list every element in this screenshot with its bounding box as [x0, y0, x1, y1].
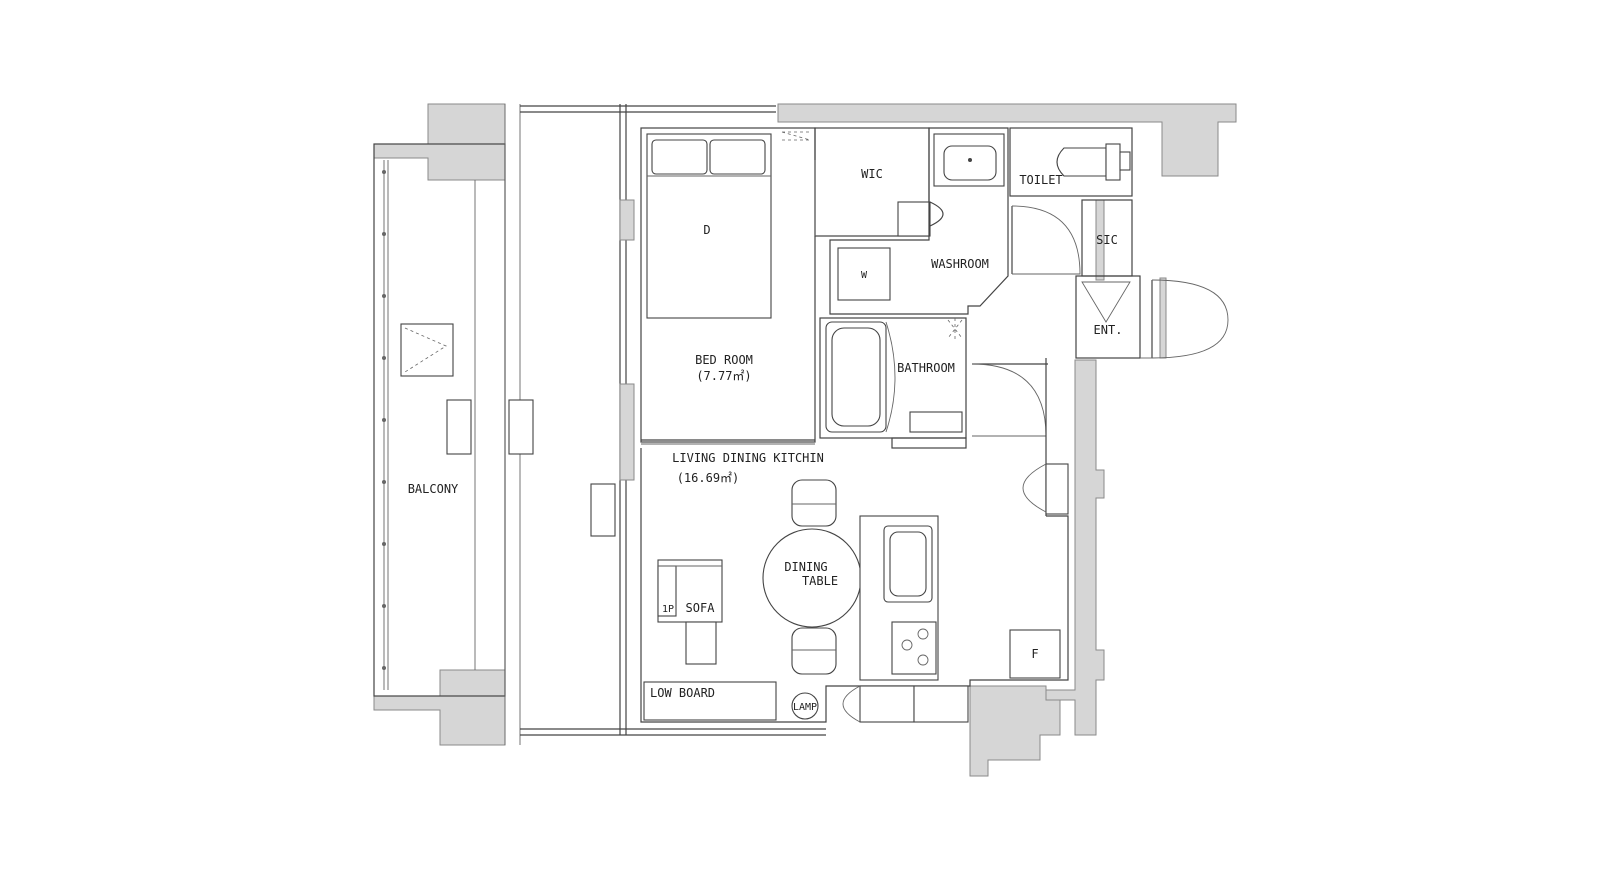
outdoor-unit: [400, 323, 454, 377]
bedroom-outline: [640, 127, 816, 443]
toilet-tank: [1105, 143, 1121, 181]
bedroom-label: BED ROOM: [695, 353, 753, 367]
balcony: BALCONY: [373, 104, 616, 745]
toilet-bowl: [1056, 147, 1107, 177]
wall-stub-middle: [619, 383, 635, 481]
balcony-outline: [373, 143, 506, 697]
burner-left: [901, 639, 913, 651]
entrance-outline: [1075, 275, 1141, 359]
storage-door-swing: [1022, 463, 1047, 513]
balcony-box-left: [446, 399, 472, 455]
cabinet-door-arc: [842, 685, 861, 723]
low-board-label: LOW BOARD: [650, 686, 715, 700]
walk-in-closet: WIC: [814, 127, 944, 237]
bedroom-area: (7.77㎡): [696, 369, 751, 383]
cabinet-door-swing: [929, 201, 944, 227]
bath-counter: [909, 411, 963, 433]
column-bottom-left: [373, 669, 506, 746]
balcony-label: BALCONY: [408, 482, 459, 496]
corridor: [971, 358, 1069, 516]
entry-door-swing: [1151, 279, 1229, 359]
wall-top-right: [777, 103, 1237, 177]
ldk-outline: [640, 448, 1069, 723]
lamp: [791, 692, 819, 720]
wash-cabinet: [897, 201, 931, 237]
corridor-door-swing: [971, 363, 1047, 437]
sofa-seat-label: 1P: [662, 604, 674, 615]
bed-label: D: [703, 223, 710, 237]
refrigerator: [1009, 629, 1061, 679]
bedroom: D BED ROOM (7.77㎡): [640, 127, 816, 445]
washroom: W WASHROOM: [829, 127, 1081, 315]
washroom-outline: [829, 127, 1009, 315]
column-top-left: [373, 103, 506, 181]
column-bottom-right: [969, 685, 1061, 777]
pillow-right: [709, 139, 766, 175]
dining-chair-top: [791, 479, 837, 527]
toilet-outline: [1009, 127, 1133, 197]
sic-label: SIC: [1096, 233, 1118, 247]
entrance-label: ENT.: [1094, 323, 1123, 337]
wall-right-lower: [1045, 359, 1105, 736]
shower-spray: [947, 318, 963, 340]
window-box: [590, 483, 616, 537]
bedroom-closet-door-swing: [781, 131, 811, 141]
burner-top: [917, 628, 929, 640]
bathroom-label: BATHROOM: [897, 361, 955, 375]
bathroom-step: [891, 437, 967, 449]
wall-entrance-jamb: [1159, 277, 1167, 359]
sofa-label: SOFA: [686, 601, 716, 615]
floor-cabinet-right: [913, 685, 969, 723]
floor-cabinet-left: [859, 685, 915, 723]
wic-label: WIC: [861, 167, 883, 181]
side-table: [685, 621, 717, 665]
washer-box: [837, 247, 891, 301]
washroom-door-swing: [1011, 205, 1081, 275]
washroom-label: WASHROOM: [931, 257, 989, 271]
outdoor-unit-fan: [404, 327, 447, 373]
lamp-label: LAMP: [793, 702, 817, 713]
toilet-label: TOILET: [1019, 173, 1062, 187]
dining-label-2: TABLE: [802, 574, 838, 588]
bathroom: BATHROOM: [819, 317, 967, 449]
kitchen-sink-bowl: [889, 531, 927, 597]
burner-bottom: [917, 654, 929, 666]
sic-entrance: SIC ENT.: [1075, 199, 1229, 359]
washbasin: [943, 145, 997, 181]
gas-stove: [891, 621, 937, 675]
wall-stub-upper: [619, 199, 635, 241]
balcony-box-right: [508, 399, 534, 455]
window-walls: [520, 104, 826, 736]
dining-label-1: DINING: [784, 560, 827, 574]
pillow-left: [651, 139, 708, 175]
low-board: [643, 681, 777, 721]
toilet-controls: [1119, 151, 1131, 171]
toilet-room: TOILET: [1009, 127, 1133, 197]
structural-walls: [373, 103, 1237, 777]
storage-door: [1045, 463, 1069, 515]
dining-chair-bottom: [791, 627, 837, 675]
ldk-area: (16.69㎡): [677, 471, 740, 485]
living-dining-kitchen: LIVING DINING KITCHIN (16.69㎡) DINING TA…: [640, 448, 1069, 723]
washer-label: W: [861, 270, 868, 281]
ldk-label: LIVING DINING KITCHIN: [672, 451, 824, 465]
balcony-rail-posts: [382, 170, 386, 670]
fridge-label: F: [1031, 647, 1038, 661]
entrance-shoe-box: [1081, 281, 1131, 323]
bathtub-inner: [831, 327, 881, 427]
